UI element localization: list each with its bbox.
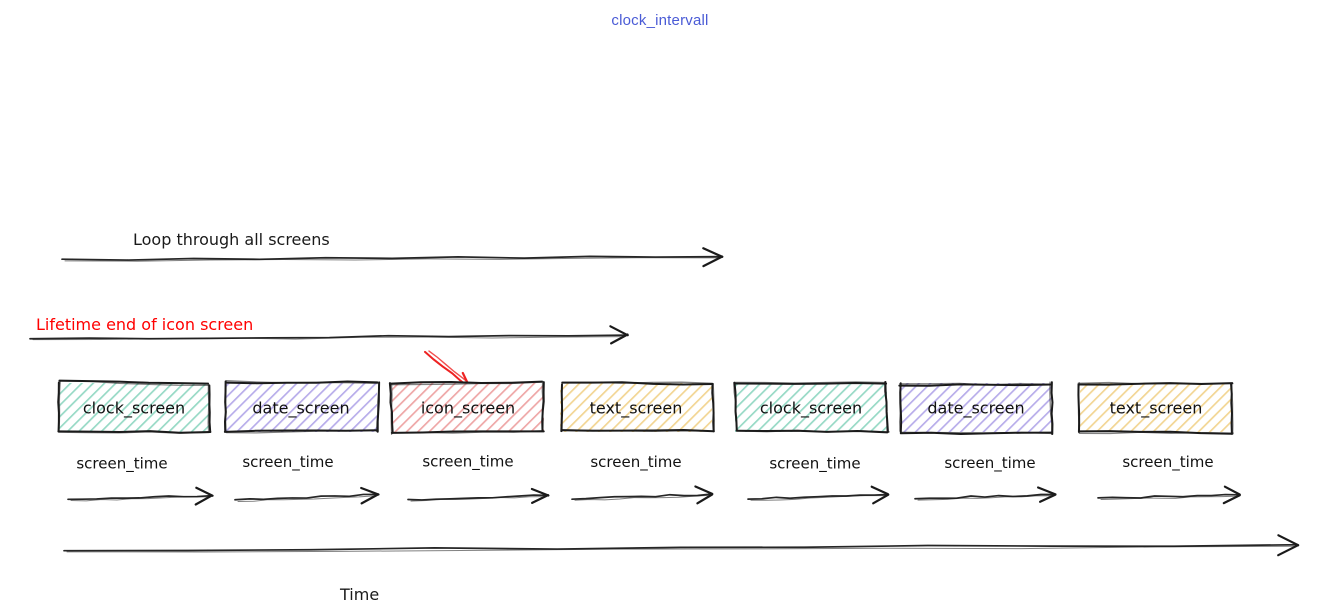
screen-time-label: screen_time xyxy=(944,454,1035,473)
screen-box-label: date_screen xyxy=(927,399,1024,419)
screen-box-border xyxy=(712,382,715,432)
screen-box[interactable]: clock_screen xyxy=(57,379,212,434)
screen-box-label: text_screen xyxy=(590,399,683,419)
screen-time-arrow-head xyxy=(360,486,380,505)
screen-box-label: clock_screen xyxy=(760,399,862,419)
screen-time-label: screen_time xyxy=(76,455,167,474)
screen-box-fill xyxy=(900,383,1052,432)
screen-time-arrow xyxy=(407,487,550,504)
screen-box-label: icon_screen xyxy=(421,399,515,419)
screen-box-border xyxy=(735,429,890,433)
screen-time-label: screen_time xyxy=(422,453,513,472)
screen-box-fill xyxy=(392,383,544,432)
screen-box-border xyxy=(560,382,563,433)
screen-time-arrow-head xyxy=(1222,485,1241,505)
lifetime-label: Lifetime end of icon screen xyxy=(36,315,253,334)
time-axis-arrow-head xyxy=(1277,534,1300,557)
screen-time-group: screen_time xyxy=(407,453,550,504)
screen-box-border xyxy=(207,382,210,433)
screen-box-border xyxy=(1050,381,1054,435)
loop-label: Loop through all screens xyxy=(133,230,330,249)
screen-time-arrow-head xyxy=(530,487,550,504)
screen-box-border xyxy=(1231,382,1234,435)
screen-box-border xyxy=(392,430,544,434)
screen-box-border xyxy=(58,380,61,431)
screen-boxes-layer: clock_screen date_screen icon_screen text_s… xyxy=(57,379,1234,435)
screen-time-arrow-head xyxy=(870,485,890,505)
screen-box[interactable]: clock_screen xyxy=(733,381,890,434)
screen-box-border xyxy=(389,380,543,385)
loop-through-all-screens-arrow-head xyxy=(702,247,724,268)
screen-time-label: screen_time xyxy=(242,453,333,472)
screen-time-label: screen_time xyxy=(769,455,860,474)
screen-box-border xyxy=(1077,382,1080,433)
screen-box-border xyxy=(899,382,1051,386)
screen-box-label: date_screen xyxy=(252,399,349,419)
screen-time-layer: screen_time screen_time screen_time screen_… xyxy=(67,453,1241,506)
screen-box-border xyxy=(225,380,379,385)
screen-box[interactable]: date_screen xyxy=(223,380,381,434)
screen-box-border xyxy=(375,382,380,433)
screen-time-arrow xyxy=(914,486,1057,503)
page-title: clock_intervall xyxy=(611,12,709,29)
screen-box[interactable]: icon_screen xyxy=(388,380,545,435)
loop-through-all-screens-arrow xyxy=(61,247,724,268)
screen-box-fill xyxy=(58,383,210,432)
screen-time-arrow-head xyxy=(1037,486,1057,503)
screen-box[interactable]: date_screen xyxy=(898,381,1054,435)
screen-box-fill xyxy=(225,383,377,432)
screen-time-arrow xyxy=(747,485,890,505)
screen-box[interactable]: text_screen xyxy=(1077,381,1234,435)
screen-box-border xyxy=(898,382,902,432)
screen-box-border xyxy=(1049,381,1053,435)
screen-box-border xyxy=(733,381,887,384)
screen-box-border xyxy=(541,380,544,432)
screen-time-arrow-head xyxy=(194,486,214,506)
screen-box-border xyxy=(733,381,888,385)
screen-box-border xyxy=(885,381,888,433)
screen-time-group: screen_time xyxy=(914,454,1057,503)
screen-time-group: screen_time xyxy=(571,453,714,505)
screen-box-fill xyxy=(735,383,887,432)
axes-layer xyxy=(29,247,1300,557)
screen-time-group: screen_time xyxy=(1097,453,1241,505)
screen-box-border xyxy=(561,381,713,384)
screen-time-group: screen_time xyxy=(67,455,214,506)
time-axis-label: Time xyxy=(339,585,379,604)
screen-box-fill xyxy=(1080,383,1232,432)
screen-box-fill xyxy=(560,383,712,432)
screen-time-group: screen_time xyxy=(234,453,380,505)
screen-box-border xyxy=(1078,431,1234,435)
screen-box-border xyxy=(225,429,379,434)
screen-box-border xyxy=(1077,381,1234,385)
screen-box-border xyxy=(58,431,210,434)
screen-time-arrow xyxy=(234,486,380,505)
screen-time-arrow xyxy=(1097,485,1241,505)
screen-box-border xyxy=(208,384,212,433)
screen-box-border xyxy=(733,382,738,432)
screen-box-border xyxy=(58,380,209,386)
screen-time-label: screen_time xyxy=(590,453,681,472)
screen-box[interactable]: text_screen xyxy=(560,381,715,433)
screen-box-border xyxy=(389,381,543,386)
screen-time-arrow xyxy=(67,486,214,506)
time-axis-arrow xyxy=(63,534,1300,557)
screen-box-label: text_screen xyxy=(1110,399,1203,419)
screen-box-label: clock_screen xyxy=(83,399,185,419)
lifetime-end-arrow xyxy=(29,325,629,345)
screen-time-group: screen_time xyxy=(747,455,890,505)
screen-box-border xyxy=(224,380,227,432)
screen-box-border xyxy=(899,431,1053,435)
screen-time-arrow-head xyxy=(694,485,714,505)
screen-time-label: screen_time xyxy=(1122,453,1213,472)
screen-time-arrow xyxy=(571,485,714,505)
lifetime-end-arrow-head xyxy=(609,325,629,345)
screen-box-border xyxy=(390,383,393,435)
screen-box-border xyxy=(560,428,714,433)
